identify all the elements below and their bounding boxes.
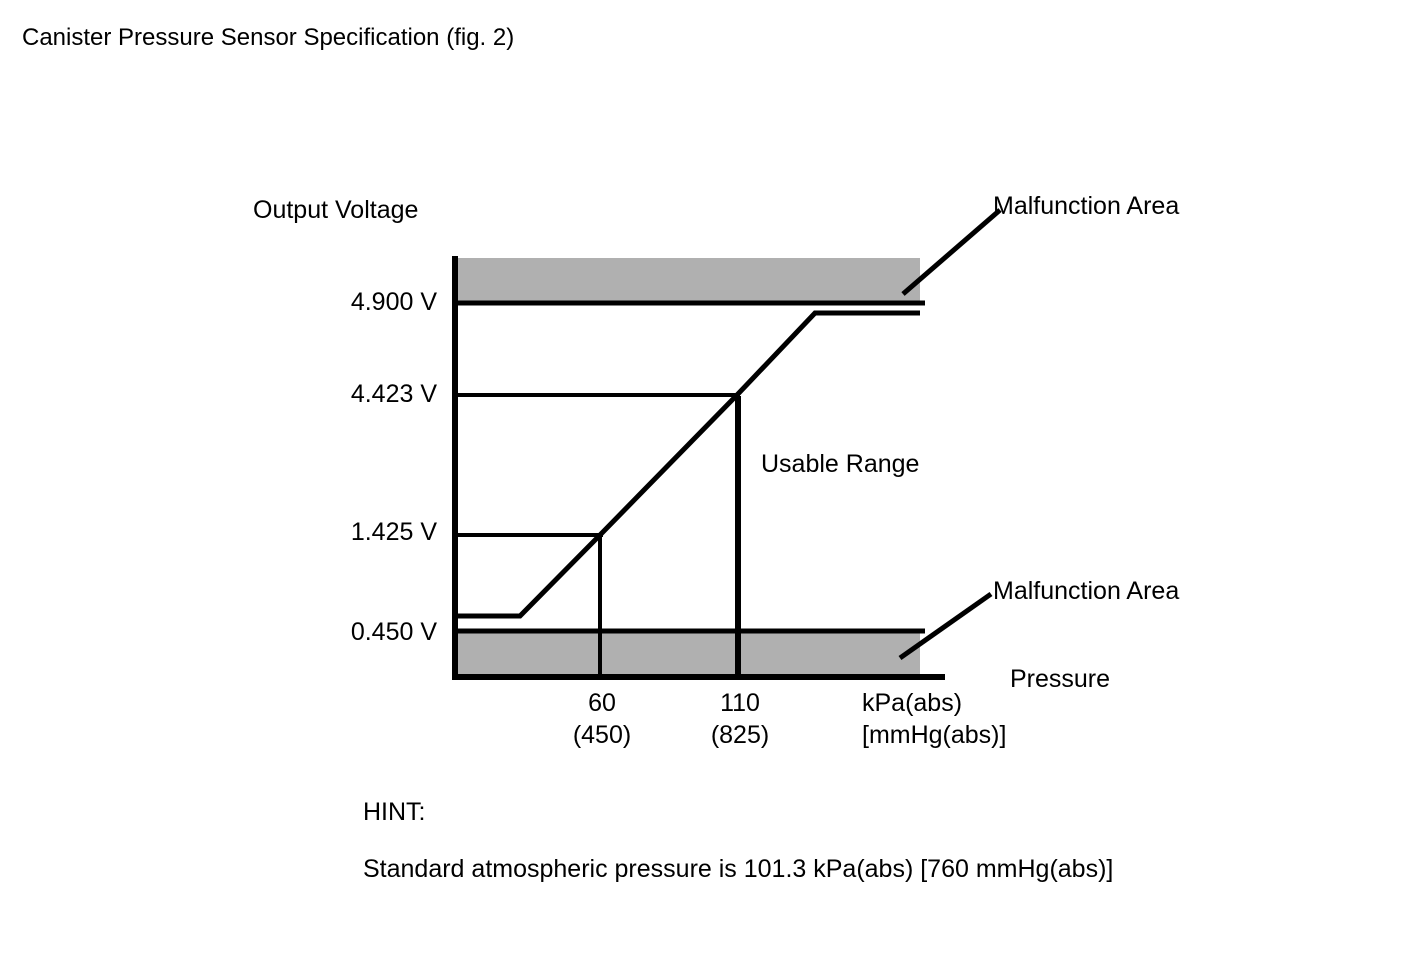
y-axis-label: Output Voltage [253, 196, 419, 224]
malfunction-band-lower [453, 631, 920, 677]
x-unit-primary: kPa(abs) [862, 689, 963, 717]
hint-label: HINT: [363, 798, 426, 826]
x-tick-label-110-kpa: 110 [720, 689, 760, 717]
y-tick-label-4423v: 4.423 V [350, 380, 437, 408]
annotation-malfunction-area-upper: Malfunction Area [993, 192, 1180, 220]
x-tick-label-60-kpa: 60 [588, 689, 616, 717]
x-tick-label-450-mmhg: (450) [572, 721, 632, 749]
malfunction-band-upper [453, 258, 920, 303]
x-unit-secondary: [mmHg(abs)] [862, 721, 1007, 749]
hint-text: Standard atmospheric pressure is 101.3 k… [363, 855, 1114, 883]
annotation-malfunction-area-lower: Malfunction Area [993, 577, 1180, 605]
annotation-usable-range: Usable Range [761, 450, 920, 478]
figure-title: Canister Pressure Sensor Specification (… [22, 24, 515, 51]
sensor-output-curve [455, 310, 920, 619]
leader-line-malfunction-bottom [898, 591, 993, 661]
leader-line-malfunction-top [901, 208, 1002, 296]
y-tick-label-1425v: 1.425 V [350, 518, 437, 546]
x-axis-label: Pressure [1010, 665, 1111, 693]
y-tick-label-4900v: 4.900 V [350, 288, 437, 316]
x-tick-label-825-mmhg: (825) [710, 721, 770, 749]
y-tick-label-0450v: 0.450 V [350, 618, 437, 646]
